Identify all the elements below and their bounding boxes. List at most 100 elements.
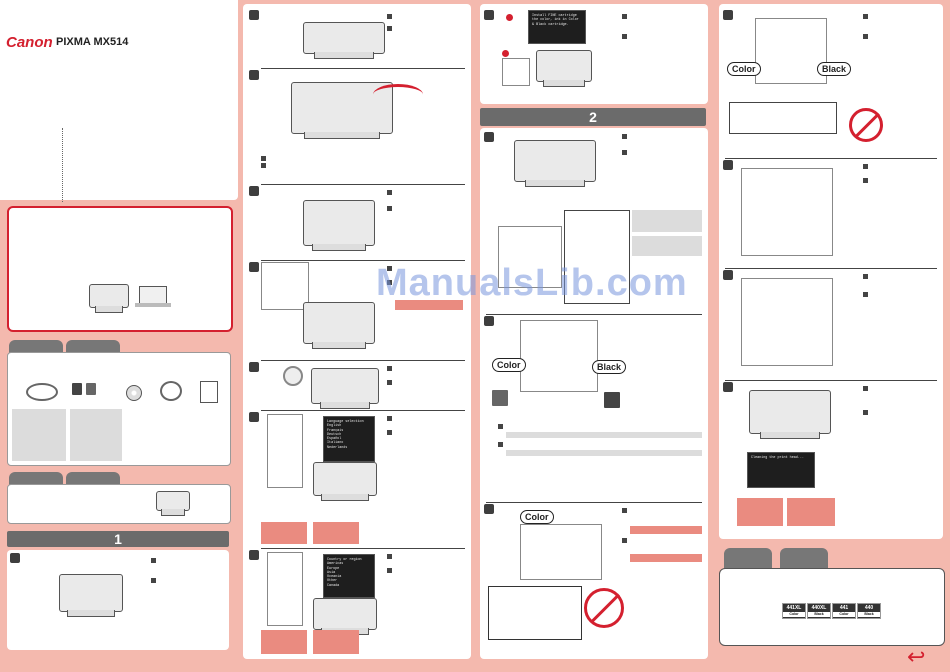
region-lcd-item-3[interactable]: Oceania xyxy=(327,575,342,580)
c2-step-e xyxy=(249,362,259,372)
c4-step-b xyxy=(723,160,733,170)
language-lcd-item-1[interactable]: Français xyxy=(327,428,344,433)
c4b-bullet-2 xyxy=(863,178,868,183)
c2-step-b xyxy=(249,70,259,80)
c4d-option-1[interactable] xyxy=(737,498,783,526)
c2-step-g xyxy=(249,550,259,560)
c3c-gray-bar-2 xyxy=(506,450,702,456)
color-label-3: Color xyxy=(727,62,761,76)
alarm-led-icon xyxy=(506,14,513,21)
do-not-touch-icon xyxy=(584,588,624,628)
contents-panel xyxy=(7,352,231,466)
c3-step-d xyxy=(484,504,494,514)
install-cartridge-lcd: Install FINE cartridge the color, ink in… xyxy=(528,10,586,44)
column3-panel: Install FINE cartridge the color, ink in… xyxy=(480,4,708,104)
c3-divider-1 xyxy=(486,314,702,315)
c3c-bullet-1 xyxy=(498,424,503,429)
printer-open-illustration xyxy=(59,574,123,617)
c4d-bullet-2 xyxy=(863,410,868,415)
power-button-icon xyxy=(283,366,303,386)
cd-rom-icon xyxy=(126,385,142,401)
usb-cable-icon xyxy=(160,381,182,401)
column2-panel: Language selection English Français Deut… xyxy=(243,4,471,659)
step1-bullet-b xyxy=(151,578,156,583)
c2e-bullet-2 xyxy=(387,380,392,385)
printer-small-illustration xyxy=(156,491,190,516)
power-cord-connect-illustration xyxy=(261,262,309,310)
c2b-bullet-1 xyxy=(261,156,266,161)
laptop-base-icon xyxy=(135,303,171,307)
do-not-touch-icon-2 xyxy=(849,108,883,142)
alarm-led-icon-2 xyxy=(502,50,509,57)
cover-panel: Canon PIXMA MX514 xyxy=(0,0,238,202)
c2g-option-1[interactable] xyxy=(261,630,307,654)
c3d-bullet-2 xyxy=(622,538,627,543)
language-lcd-item-3[interactable]: Español xyxy=(327,437,342,442)
c2-divider-4 xyxy=(261,360,465,361)
step1-panel xyxy=(7,550,229,650)
c2-divider-2 xyxy=(261,184,465,185)
c3b-bullet-2 xyxy=(622,150,627,155)
region-lcd-item-4[interactable]: Other xyxy=(327,579,338,584)
c4d-option-2[interactable] xyxy=(787,498,835,526)
region-lcd-item-0[interactable]: Americas xyxy=(327,562,344,567)
language-lcd-item-5[interactable]: Nederlands xyxy=(327,445,348,450)
c3c-gray-bar-1 xyxy=(506,432,702,438)
language-lcd: Language selection English Français Deut… xyxy=(323,416,375,462)
nav-buttons-illustration xyxy=(267,414,303,488)
cartridges-installed-illustration xyxy=(741,278,833,366)
c2f-bullet-2 xyxy=(387,430,392,435)
c2f-option-1[interactable] xyxy=(261,522,307,544)
c2f-option-2[interactable] xyxy=(313,522,359,544)
model-name: PIXMA MX514 xyxy=(56,36,129,48)
remove-tape-illustration xyxy=(520,524,602,580)
ink-code-1: 440XL xyxy=(811,605,827,611)
remove-tab-2 xyxy=(66,472,120,486)
contents-tab-2 xyxy=(66,340,120,354)
c2g-bullet-1 xyxy=(387,554,392,559)
tape-removal-arrow-icon xyxy=(373,84,423,105)
region-lcd-item-5[interactable]: Canada xyxy=(327,583,340,588)
printer-region-illustration xyxy=(313,598,377,635)
back-arrow-icon[interactable]: ↩ xyxy=(907,644,926,669)
black-label-2: Black xyxy=(817,62,852,76)
c2-divider-5 xyxy=(261,410,465,411)
step2-bar: 2 xyxy=(480,108,706,126)
printer-cover-open-illustration xyxy=(303,200,375,251)
black-label: Black xyxy=(592,360,627,374)
c4-step-a xyxy=(723,10,733,20)
c4c-bullet-1 xyxy=(863,274,868,279)
contents-note-2 xyxy=(70,409,122,461)
ink-cartridge-color-icon xyxy=(86,383,96,395)
c3c-bullet-2 xyxy=(498,442,503,447)
column4-panel: Color Black Cleaning the print head... xyxy=(719,4,943,539)
insert-cartridge-illustration xyxy=(755,18,827,84)
region-lcd-item-2[interactable]: Asia xyxy=(327,570,336,575)
ink-code-0: 441XL xyxy=(786,605,802,611)
c2-step-a xyxy=(249,10,259,20)
c2a-bullet-1 xyxy=(387,14,392,19)
black-cartridge-icon xyxy=(604,392,620,408)
language-lcd-item-2[interactable]: Deutsch xyxy=(327,432,342,437)
c2d-caution-bar xyxy=(395,300,463,310)
c3a-bullet-1 xyxy=(622,14,627,19)
region-lcd-item-1[interactable]: Europe xyxy=(327,566,340,571)
printer-c3a-illustration xyxy=(536,50,592,87)
scanner-open-illustration xyxy=(303,22,385,59)
c4d-bullet-1 xyxy=(863,386,868,391)
c2g-option-2[interactable] xyxy=(313,630,359,654)
printer-power-illustration xyxy=(303,302,375,349)
c3d-caution-bar-1 xyxy=(630,526,702,534)
language-lcd-item-4[interactable]: Italiano xyxy=(327,441,344,446)
button-panel-illustration xyxy=(502,58,530,86)
column3-lower-panel: Color Black Color xyxy=(480,128,708,659)
laptop-icon xyxy=(139,286,167,304)
language-lcd-title: Language selection xyxy=(327,420,364,424)
language-lcd-item-0[interactable]: English xyxy=(327,424,342,429)
c3b-gray-note-1 xyxy=(632,210,702,232)
c4-step-c xyxy=(723,270,733,280)
